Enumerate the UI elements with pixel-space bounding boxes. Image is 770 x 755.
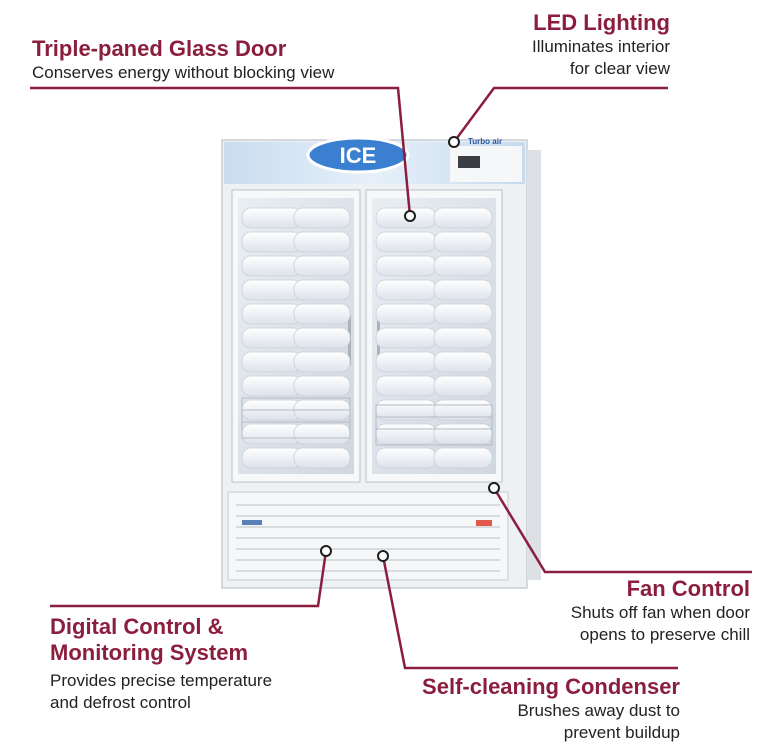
callout-desc: Shuts off fan when door (570, 603, 750, 622)
ice-bag (293, 207, 351, 229)
digital-display (458, 156, 480, 168)
ice-bag (433, 255, 493, 277)
ice-bag (433, 447, 493, 469)
callout-self-cleaning-condenser: Self-cleaning Condenser Brushes away dus… (422, 674, 680, 744)
callout-title: Monitoring System (50, 640, 249, 665)
ice-bag (293, 255, 351, 277)
callout-led-lighting: LED Lighting Illuminates interior for cl… (532, 10, 670, 80)
callout-digital-control: Digital Control & Monitoring System Prov… (50, 614, 272, 714)
ice-bag (293, 447, 351, 469)
callout-desc: Brushes away dust to (517, 701, 680, 720)
callout-fan-control: Fan Control Shuts off fan when door open… (571, 576, 750, 646)
badge-right (476, 520, 492, 526)
cabinet-side (527, 150, 541, 580)
ice-bag (293, 303, 351, 325)
ice-bag (433, 303, 493, 325)
ice-bag (293, 231, 351, 253)
ice-merchandiser-illustration: ICE Turbo air (221, 136, 541, 589)
leader-fan (492, 487, 752, 574)
ice-bag (433, 351, 493, 373)
ice-bag (433, 207, 493, 229)
ice-bags (241, 207, 493, 469)
leader-glass-door (30, 86, 412, 217)
callout-title: Triple-paned Glass Door (32, 36, 287, 61)
marker-glass-door (404, 210, 416, 222)
ice-bag (433, 231, 493, 253)
brand-logo-text: Turbo air (468, 137, 502, 146)
ice-bag (293, 327, 351, 349)
ice-bag (293, 279, 351, 301)
marker-condenser (377, 550, 389, 562)
wire-baskets (241, 397, 493, 446)
callout-desc: Provides precise temperature (50, 671, 273, 690)
callout-glass-door: Triple-paned Glass Door Conserves energy… (32, 36, 334, 84)
badge-left (242, 520, 262, 525)
marker-fan (488, 482, 500, 494)
callout-desc: Illuminates interior (532, 37, 670, 56)
bottom-grille (227, 491, 509, 581)
callout-desc: prevent buildup (563, 723, 680, 742)
marker-led (448, 136, 460, 148)
callout-desc: and defrost control (50, 693, 191, 712)
ice-bag (433, 327, 493, 349)
leader-led (452, 86, 668, 143)
callout-desc: for clear view (569, 59, 670, 78)
callout-desc: opens to preserve chill (579, 625, 750, 644)
ice-sign-text: ICE (340, 143, 377, 168)
callout-title: LED Lighting (533, 10, 670, 35)
callout-title: Self-cleaning Condenser (422, 674, 680, 699)
leader-condenser (381, 555, 678, 670)
ice-bag (433, 279, 493, 301)
callout-title: Fan Control (626, 576, 750, 601)
ice-bag (293, 375, 351, 397)
ice-bag (293, 351, 351, 373)
marker-digital (320, 545, 332, 557)
grille-louvers (236, 504, 500, 572)
callout-desc: Conserves energy without blocking view (32, 63, 335, 82)
callout-title: Digital Control & (50, 614, 224, 639)
ice-bag (433, 375, 493, 397)
ice-sign-oval (306, 136, 410, 174)
leader-digital (50, 550, 328, 608)
